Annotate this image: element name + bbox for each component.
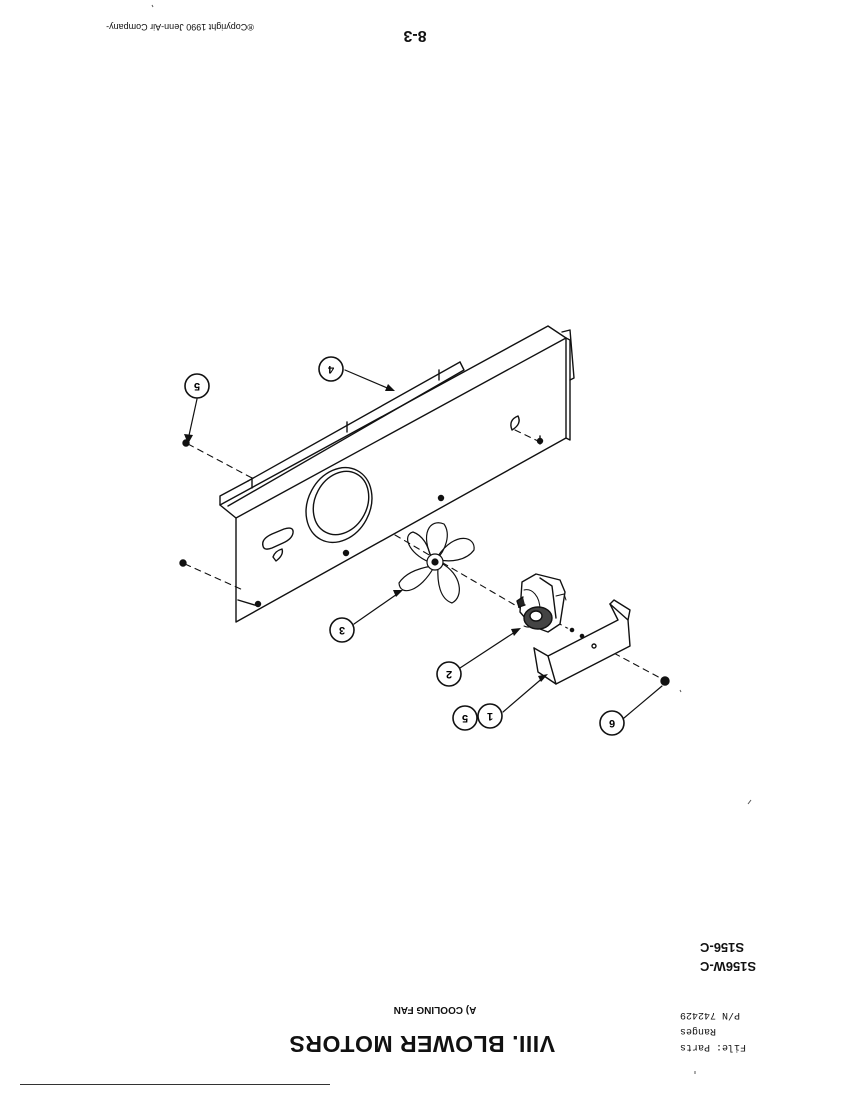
bottom-rule — [20, 1084, 330, 1085]
callout-6: 6 — [599, 710, 625, 736]
section-subtitle: A) COOLING FAN — [393, 1004, 477, 1015]
model-line: S156W-C — [700, 959, 757, 974]
callout-5-lower: 5 — [452, 705, 478, 731]
blower-motor — [516, 573, 567, 633]
callout-5-lower-label: 5 — [462, 712, 468, 724]
callout-5-upper-label: 5 — [194, 380, 200, 392]
stray-marks — [151, 4, 752, 1074]
callout-1: 1 — [477, 703, 503, 729]
assembly-lines — [184, 429, 665, 681]
file-info: File: Parts Ranges P/N 742429 — [680, 1006, 800, 1054]
file-info-line: P/N 742429 — [680, 1009, 741, 1020]
blower-panel — [219, 325, 575, 623]
section-title: VIII. BLOWER MOTORS — [289, 1031, 555, 1057]
callout-4: 4 — [318, 356, 344, 382]
arrowheads — [184, 384, 548, 682]
model-numbers: S156W-C S156-C — [700, 938, 810, 976]
callout-2-label: 2 — [446, 668, 452, 680]
callout-4-label: 4 — [327, 363, 334, 375]
callout-3: 3 — [329, 617, 355, 643]
callout-6-label: 6 — [609, 717, 615, 729]
callout-leaders — [187, 369, 663, 719]
bracket-screw — [660, 676, 670, 686]
model-line: S156-C — [700, 940, 745, 955]
callout-1-label: 1 — [487, 710, 493, 722]
file-info-line: File: Parts — [680, 1041, 747, 1052]
fan-blade — [398, 522, 475, 604]
panel-screws — [179, 437, 544, 608]
file-info-line: Ranges — [680, 1025, 717, 1036]
motor-bracket — [533, 599, 631, 685]
callout-5-upper: 5 — [184, 373, 210, 399]
callout-3-label: 3 — [339, 624, 345, 636]
callout-2: 2 — [436, 661, 462, 687]
